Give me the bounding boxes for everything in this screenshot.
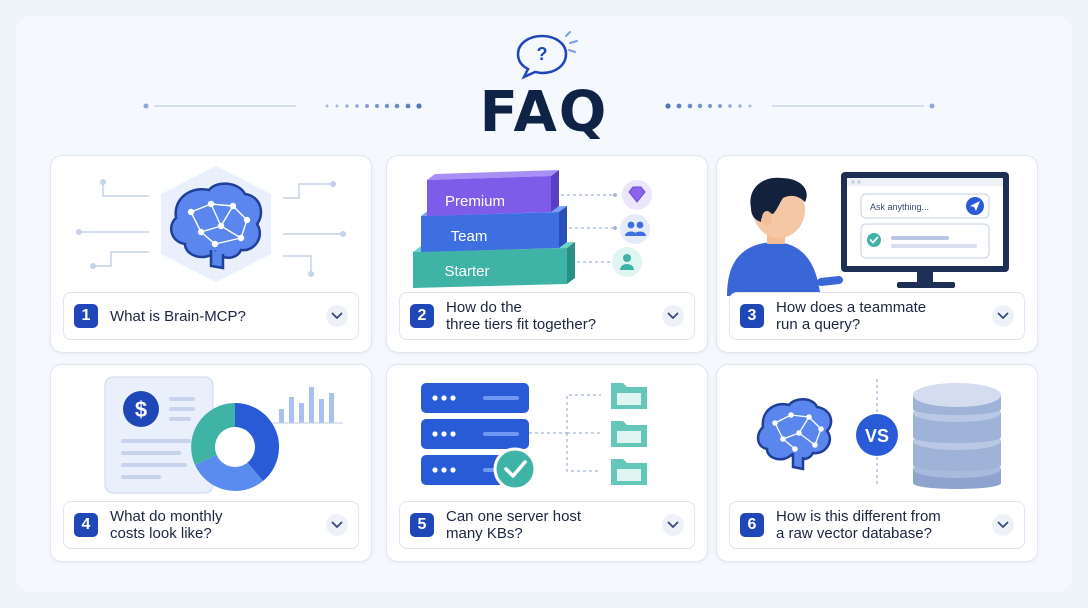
database-icon [913, 383, 1001, 489]
brain-icon [756, 398, 833, 471]
brain-network-illustration [76, 166, 346, 282]
tier-label-team: Team [451, 228, 488, 245]
faq-question-5[interactable]: 5 Can one server host many KBs? [399, 501, 695, 549]
send-icon [970, 201, 980, 211]
faq-question-text: What do monthly costs look like? [110, 508, 223, 542]
faq-card-6[interactable]: VS 6 How is this different from a raw ve… [716, 364, 1038, 562]
faq-question-text: Can one server host many KBs? [446, 508, 582, 542]
svg-text:?: ? [537, 44, 548, 64]
faq-number-badge: 2 [410, 304, 434, 328]
invoice-donut-illustration: $ [104, 376, 343, 494]
faq-question-6[interactable]: 6 How is this different from a raw vecto… [729, 501, 1025, 549]
faq-card-1[interactable]: 1 What is Brain-MCP? [50, 155, 372, 353]
chevron-down-icon[interactable] [992, 305, 1014, 327]
faq-card-3[interactable]: Ask anything... 3 How does a teammate ru… [716, 155, 1038, 353]
vs-label: VS [865, 426, 889, 446]
chevron-down-icon[interactable] [326, 305, 348, 327]
tier-stack-illustration: Starter Team Premium [413, 170, 652, 288]
faq-number-badge: 1 [74, 304, 98, 328]
faq-number-badge: 4 [74, 513, 98, 537]
header-divider-right [665, 103, 935, 109]
faq-question-1[interactable]: 1 What is Brain-MCP? [63, 292, 359, 340]
faq-card-2[interactable]: Starter Team Premium 2 How do the three … [386, 155, 708, 353]
chevron-down-icon[interactable] [326, 514, 348, 536]
faq-question-text: What is Brain-MCP? [110, 307, 246, 325]
faq-question-text: How do the three tiers fit together? [446, 299, 597, 333]
dollar-icon: $ [135, 397, 147, 422]
faq-question-3[interactable]: 3 How does a teammate run a query? [729, 292, 1025, 340]
chevron-down-icon[interactable] [992, 514, 1014, 536]
faq-question-4[interactable]: 4 What do monthly costs look like? [63, 501, 359, 549]
diamond-icon [628, 186, 646, 203]
chevron-down-icon[interactable] [662, 305, 684, 327]
faq-question-text: How does a teammate run a query? [776, 299, 927, 333]
faq-question-2[interactable]: 2 How do the three tiers fit together? [399, 292, 695, 340]
faq-question-text: How is this different from a raw vector … [776, 508, 941, 542]
faq-card-4[interactable]: $ 4 What do monthly costs look like? [50, 364, 372, 562]
user-icon [620, 254, 634, 270]
page-title: FAQ [479, 80, 609, 145]
faq-number-badge: 3 [740, 304, 764, 328]
search-placeholder: Ask anything... [870, 202, 929, 212]
check-icon [504, 460, 527, 478]
speech-bubble-question-icon: ? [516, 31, 578, 80]
chevron-down-icon[interactable] [662, 514, 684, 536]
tier-label-premium: Premium [445, 193, 505, 210]
check-icon [869, 236, 879, 244]
faq-card-5[interactable]: 5 Can one server host many KBs? [386, 364, 708, 562]
faq-number-badge: 5 [410, 513, 434, 537]
server-folders-illustration [421, 383, 647, 491]
tier-label-starter: Starter [444, 263, 489, 280]
users-icon [625, 221, 646, 236]
header-divider-left [143, 103, 422, 109]
brain-vs-database-illustration: VS [756, 379, 1001, 489]
person-at-monitor-illustration: Ask anything... [727, 172, 1009, 296]
faq-number-badge: 6 [740, 513, 764, 537]
